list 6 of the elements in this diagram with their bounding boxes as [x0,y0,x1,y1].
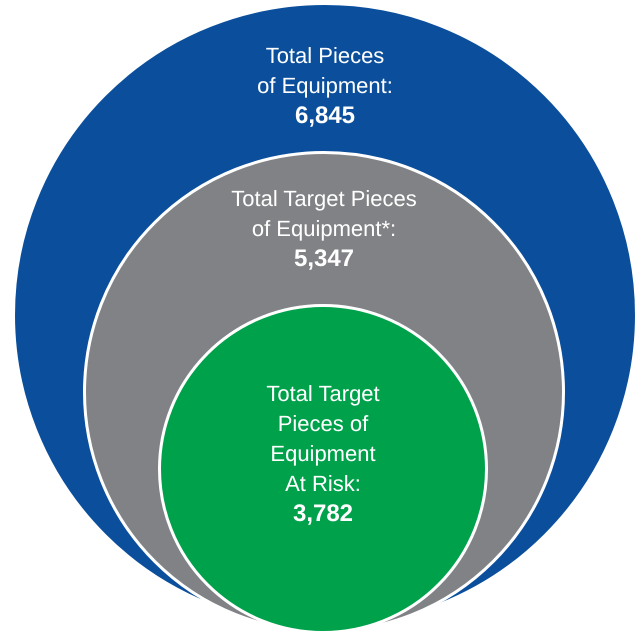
count-value: 5,347 [294,244,354,274]
circle-heading: Total Target Pieces of Equipment At Risk: [265,380,381,498]
circle-heading: Total Pieces of Equipment: [256,42,394,100]
circle-heading: Total Target Pieces of Equipment*: [230,185,418,243]
count-value: 3,782 [292,499,354,529]
count-value: 6,845 [294,101,356,131]
